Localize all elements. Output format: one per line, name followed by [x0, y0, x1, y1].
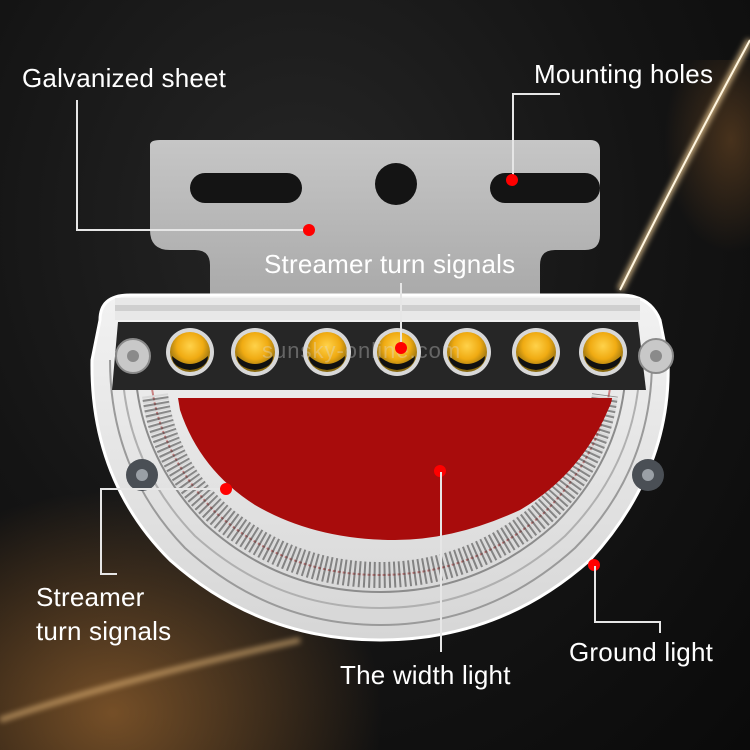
callout-ground-light-dot	[588, 559, 600, 571]
callout-width-light-dot	[434, 465, 446, 477]
callout-ground-light-leader	[594, 621, 660, 623]
callout-mounting-holes-leader	[512, 93, 560, 95]
callout-galvanized-sheet-leader	[76, 100, 78, 230]
callout-streamer-left-line1: Streamer	[36, 582, 145, 612]
callout-streamer-left-leader	[100, 488, 102, 574]
callout-streamer-left-line2: turn signals	[36, 616, 172, 646]
mounting-hole-left	[190, 173, 302, 203]
callout-streamer-left-label: Streamer turn signals	[36, 580, 196, 648]
callout-ground-light-label: Ground light	[569, 637, 714, 667]
callout-streamer-top-label: Streamer turn signals	[264, 249, 516, 279]
callout-mounting-holes-label: Mounting holes	[534, 59, 714, 89]
width-light-red-panel	[178, 398, 612, 540]
callout-streamer-top-dot	[395, 342, 407, 354]
callout-galvanized-sheet-label: Galvanized sheet	[22, 63, 227, 93]
callout-streamer-left-leader	[100, 488, 226, 490]
callout-width-light-label: The width light	[340, 660, 511, 690]
callout-streamer-left-dot	[220, 483, 232, 495]
callout-width-light-leader	[440, 472, 442, 652]
callout-galvanized-sheet-leader	[76, 229, 308, 231]
callout-mounting-holes-leader	[512, 93, 514, 179]
callout-ground-light-leader	[659, 621, 661, 633]
mounting-hole-center	[375, 163, 417, 205]
watermark: sunsky-online.com	[262, 338, 462, 363]
callout-galvanized-sheet-dot	[303, 224, 315, 236]
callout-mounting-holes-dot	[506, 174, 518, 186]
callout-streamer-left-leader	[100, 573, 117, 575]
callout-streamer-top-leader	[400, 283, 402, 347]
callout-ground-light-leader	[594, 566, 596, 622]
screws	[115, 338, 674, 491]
